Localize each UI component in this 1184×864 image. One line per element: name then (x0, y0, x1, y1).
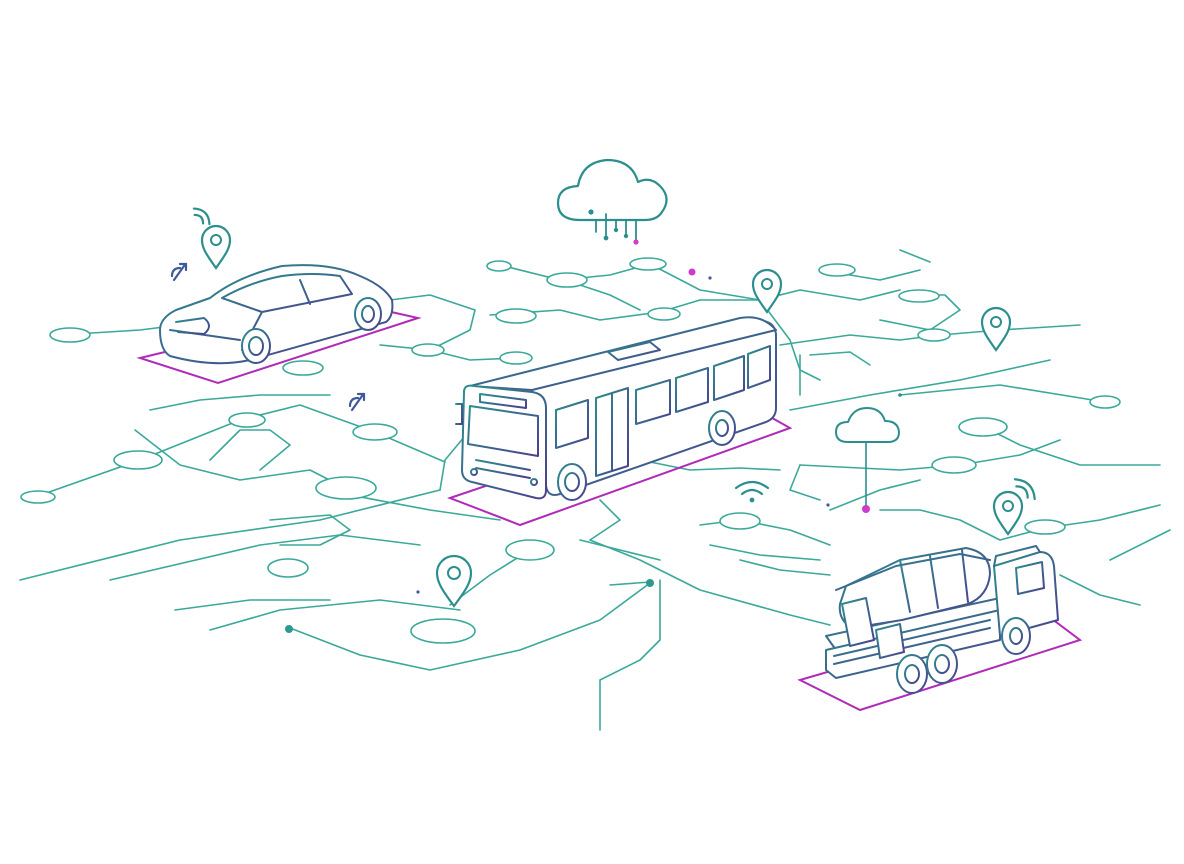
wifi-signal-icon (192, 207, 211, 226)
accent-dot (688, 268, 696, 276)
cloud-icon (556, 158, 668, 245)
cement-mixer-truck-icon (825, 545, 1059, 694)
bus-icon (455, 316, 777, 501)
signal-glyph-icon (348, 392, 366, 412)
wifi-signal-icon (734, 480, 770, 503)
cloud-icon (835, 407, 900, 506)
network-dot (646, 579, 654, 587)
location-pin-icon (200, 224, 232, 270)
location-pin-icon (992, 490, 1024, 536)
network-nodes (20, 257, 1121, 644)
network-dot (285, 625, 293, 633)
accent-dot (862, 505, 870, 513)
sports-car-icon (159, 264, 394, 365)
location-pin-icon (980, 306, 1012, 352)
location-pin-icon (751, 268, 783, 314)
signal-glyph-icon (170, 262, 188, 282)
wifi-signal-icon (1013, 478, 1036, 501)
location-pin-icon (435, 554, 473, 608)
